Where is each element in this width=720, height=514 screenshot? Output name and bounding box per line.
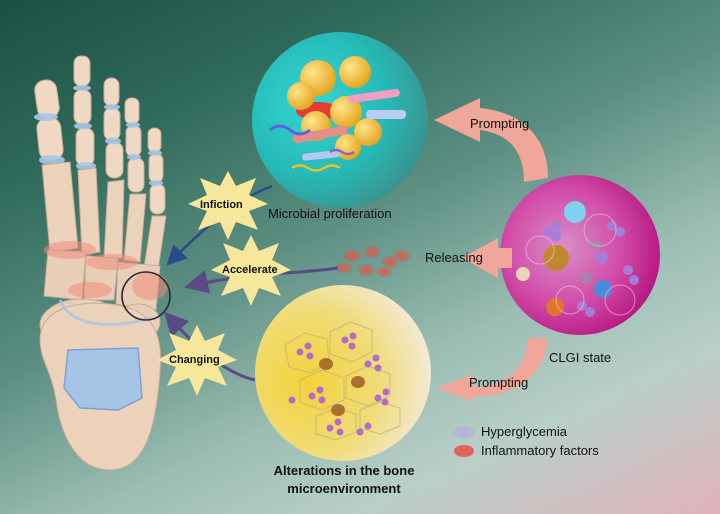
- prompting-top-arrow: [434, 98, 548, 182]
- clgi-circle: [500, 175, 660, 335]
- changing-starburst: [157, 325, 237, 396]
- infiction-starburst: [188, 171, 268, 240]
- bone-microenvironment-circle: [255, 285, 431, 461]
- salmon-arrows: [434, 98, 548, 402]
- bone-alteration-line1: Alterations in the bone: [273, 463, 415, 478]
- changing-label: Changing: [169, 354, 220, 366]
- prompting-top-label: Prompting: [470, 116, 530, 131]
- prompting-bottom-arrow: [436, 338, 548, 402]
- microbial-circle: [252, 32, 428, 208]
- microbial-proliferation-label: Microbial proliferation: [268, 206, 392, 221]
- accelerate-label: Accelerate: [222, 264, 278, 276]
- bone-alteration-label: Alterations in the bone microenvironment: [242, 462, 446, 498]
- zoom-circle: [121, 271, 171, 321]
- legend-swatch-inflammatory: [454, 445, 474, 457]
- bone-alteration-line2: microenvironment: [287, 481, 401, 496]
- clgi-state-label: CLGI state: [549, 350, 612, 365]
- legend-swatch-hyperglycemia: [454, 426, 474, 438]
- prompting-bottom-label: Prompting: [469, 375, 529, 390]
- inflammatory-factor-dots: [336, 246, 410, 277]
- infiction-label: Infiction: [200, 199, 243, 211]
- foot-skeleton-illustration: [34, 55, 171, 471]
- releasing-arrow: [462, 238, 512, 278]
- releasing-label: Releasing: [425, 250, 483, 265]
- legend-inflammatory-label: Inflammatory factors: [481, 443, 599, 458]
- legend-hyperglycemia-label: Hyperglycemia: [481, 424, 567, 439]
- accelerate-starburst: [211, 235, 291, 306]
